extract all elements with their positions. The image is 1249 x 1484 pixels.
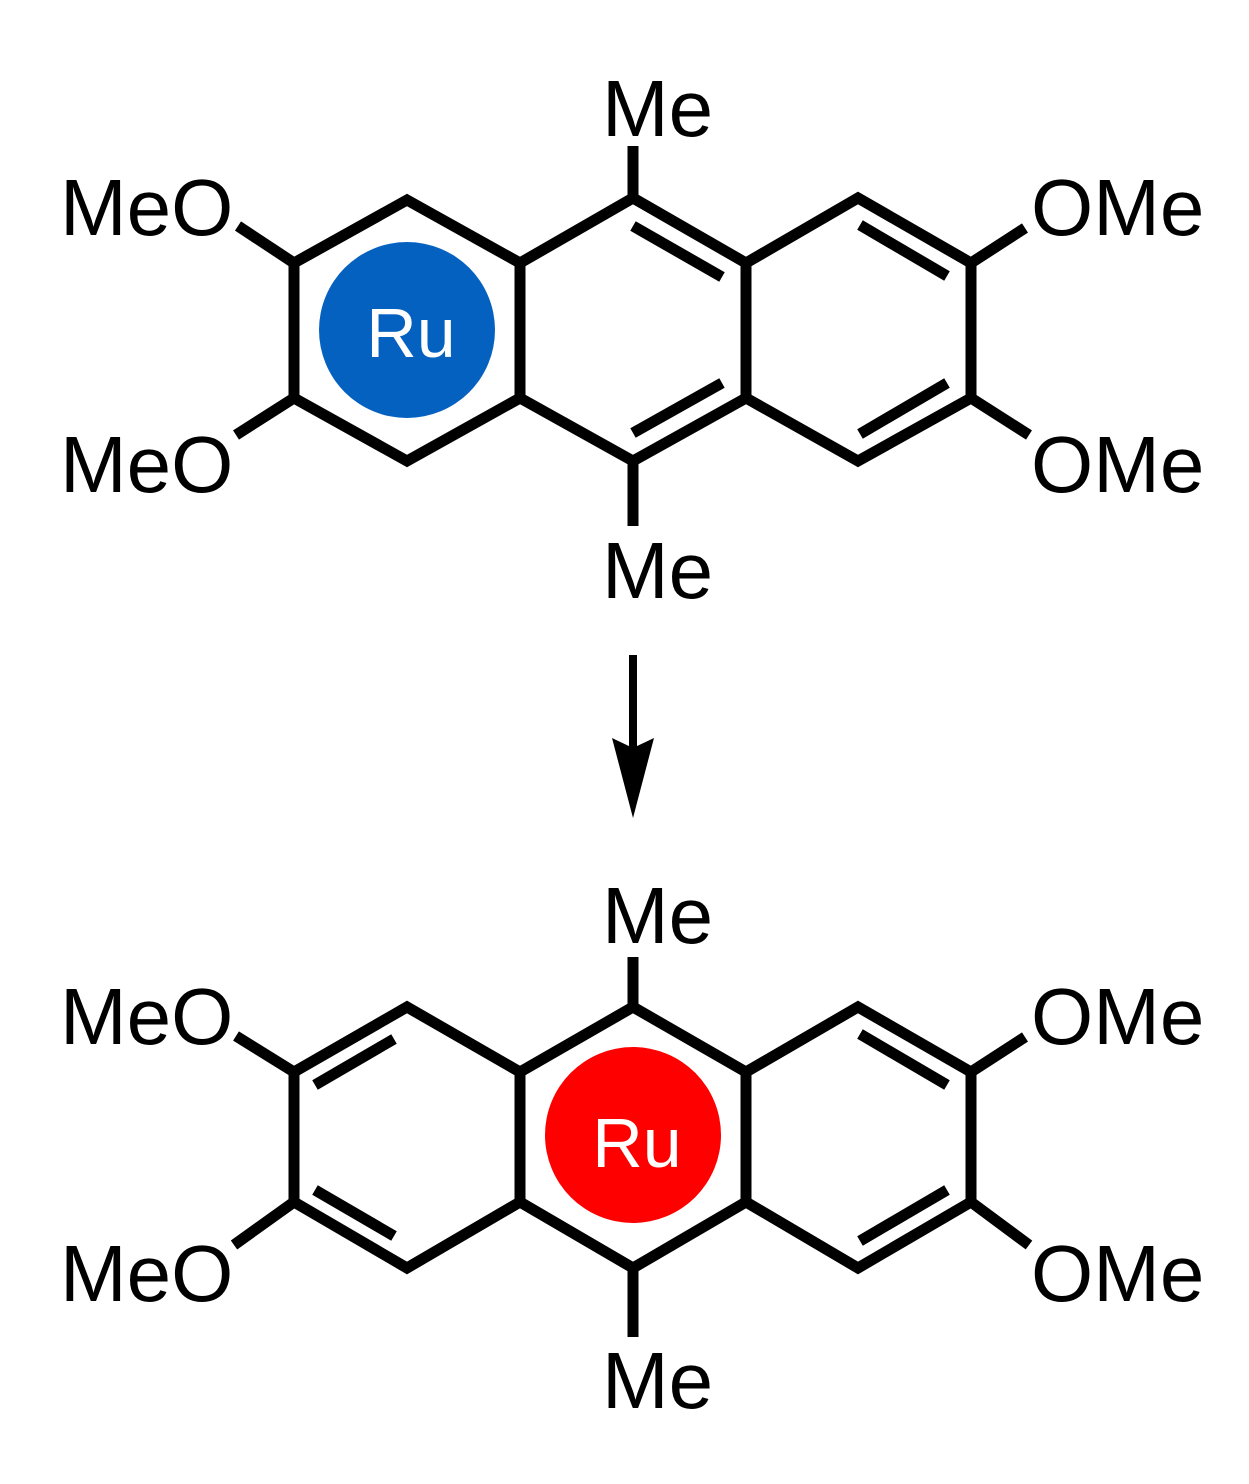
double-bond-inner bbox=[857, 1029, 950, 1090]
middle-ring bbox=[517, 191, 752, 468]
methoxy-bond bbox=[968, 393, 1032, 440]
methyl-label-top: Me bbox=[602, 871, 713, 960]
double-bond-inner bbox=[857, 220, 950, 281]
double-bond-inner bbox=[630, 378, 725, 438]
reaction-arrow bbox=[612, 655, 654, 818]
ru-label: Ru bbox=[592, 1104, 681, 1182]
methoxy-bond bbox=[233, 393, 297, 440]
methoxy-label-left-lower: MeO bbox=[60, 1229, 233, 1318]
reactant-molecule: Ru Me Me MeO MeO OMe OMe bbox=[60, 64, 1204, 615]
methoxy-label-left-upper: MeO bbox=[60, 163, 233, 252]
ru-metal-circle bbox=[545, 1047, 721, 1223]
right-ring bbox=[743, 191, 977, 468]
methoxy-bond bbox=[233, 1031, 297, 1077]
methoxy-label-right-upper: OMe bbox=[1031, 972, 1204, 1061]
ru-metal-circle bbox=[319, 242, 495, 418]
middle-ring bbox=[517, 1000, 752, 1275]
methyl-label-bottom: Me bbox=[602, 1336, 713, 1425]
methoxy-label-right-upper: OMe bbox=[1031, 163, 1204, 252]
methoxy-label-right-lower: OMe bbox=[1031, 420, 1204, 509]
double-bond-inner bbox=[630, 221, 725, 282]
arrow-head-icon bbox=[612, 738, 654, 818]
double-bond-inner bbox=[312, 1185, 397, 1241]
methoxy-bond bbox=[967, 1197, 1033, 1250]
methoxy-bond bbox=[234, 221, 298, 268]
product-molecule: Ru Me Me MeO MeO OMe OMe bbox=[60, 871, 1204, 1425]
methoxy-bond bbox=[230, 1197, 298, 1250]
methoxy-label-left-lower: MeO bbox=[60, 420, 233, 509]
double-bond-inner bbox=[312, 1034, 397, 1090]
double-bond-inner bbox=[857, 1185, 950, 1246]
left-ring bbox=[288, 1000, 526, 1275]
methoxy-bond bbox=[968, 1032, 1028, 1077]
methyl-label-bottom: Me bbox=[602, 526, 713, 615]
methoxy-label-left-upper: MeO bbox=[60, 972, 233, 1061]
methoxy-label-right-lower: OMe bbox=[1031, 1229, 1204, 1318]
double-bond-inner bbox=[857, 378, 950, 439]
methoxy-bond bbox=[968, 223, 1028, 268]
methyl-label-top: Me bbox=[602, 64, 713, 153]
right-ring bbox=[743, 1000, 977, 1275]
ru-label: Ru bbox=[366, 294, 455, 372]
